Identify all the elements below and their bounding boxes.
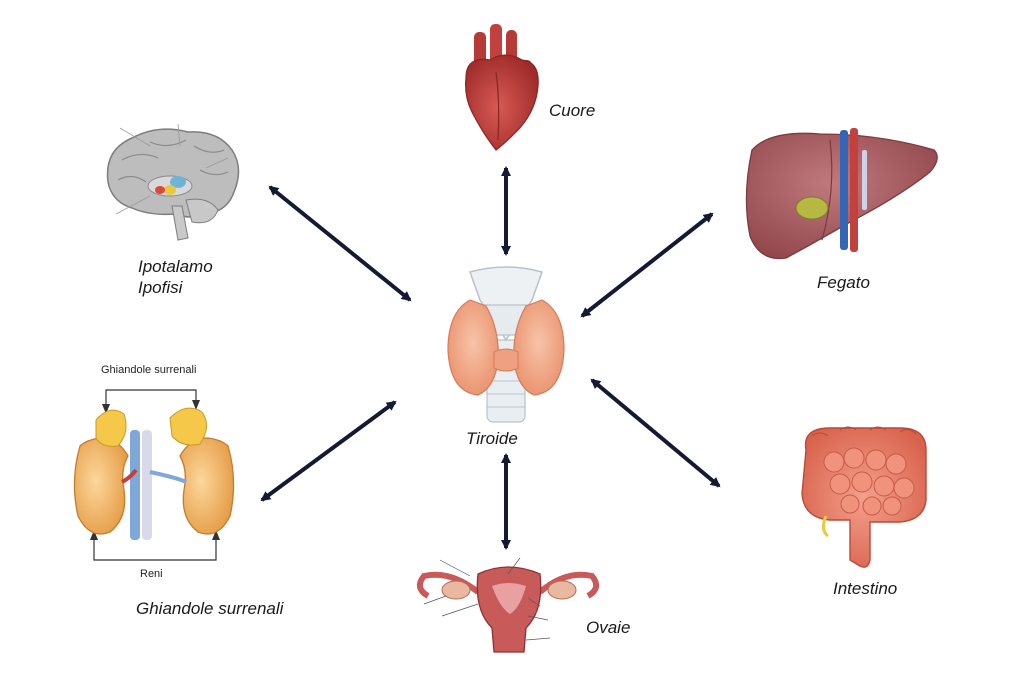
intestine-illustration: [801, 426, 927, 568]
brain-illustration: [106, 123, 240, 241]
label-liver: Fegato: [817, 273, 870, 292]
ovary-illustration: [416, 557, 600, 653]
liver-illustration: [745, 128, 938, 260]
arrow-intestine-thyroid: [590, 378, 721, 488]
heart-illustration: [465, 24, 539, 151]
label-ovary: Ovaie: [586, 618, 631, 637]
label-thyroid: Tiroide: [466, 429, 518, 448]
arrow-adrenal-thyroid: [260, 400, 397, 502]
thyroid-illustration: [447, 266, 565, 423]
arrow-liver-thyroid: [580, 212, 714, 318]
arrow-brain-thyroid: [268, 185, 412, 302]
label-heart: Cuore: [549, 101, 596, 120]
adrenal-top-caption: Ghiandole surrenali: [101, 364, 197, 376]
kidney-bottom-caption: Reni: [140, 568, 163, 580]
label-brain-line2: Ipofisi: [138, 278, 183, 297]
adrenal-kidney-illustration: [73, 389, 235, 561]
arrows: [260, 166, 721, 550]
label-brain-line1: Ipotalamo: [138, 257, 213, 276]
label-intestine: Intestino: [833, 579, 898, 598]
label-adrenal: Ghiandole surrenali: [136, 599, 284, 618]
